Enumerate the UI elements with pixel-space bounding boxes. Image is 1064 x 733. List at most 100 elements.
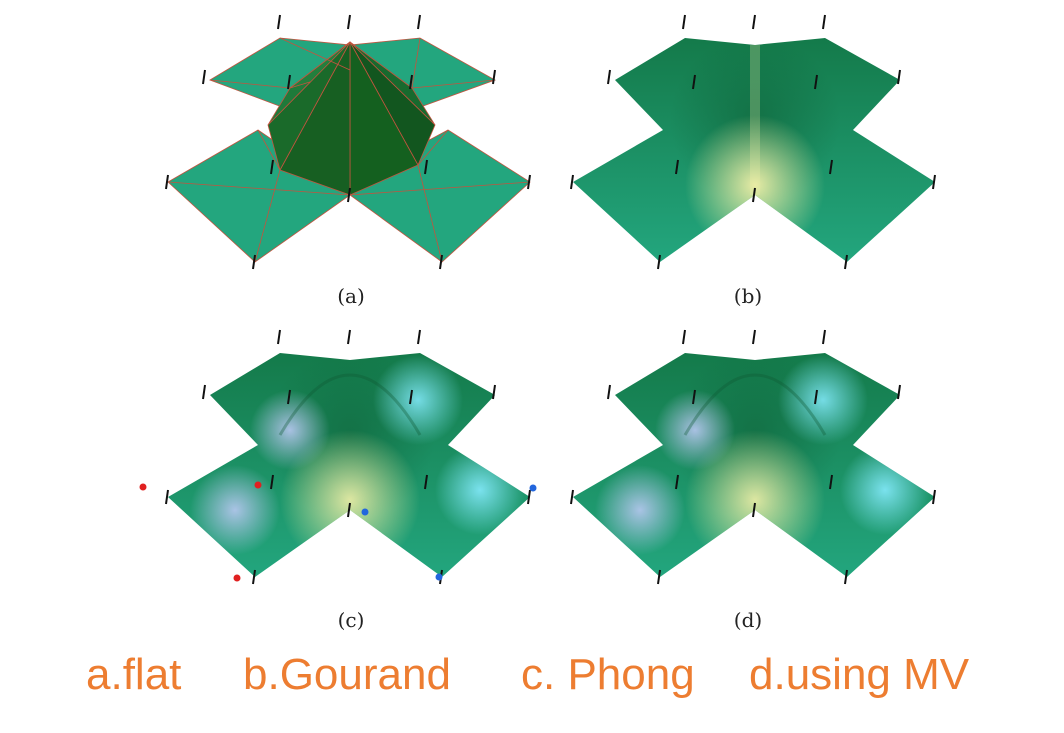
normal-stroke — [417, 14, 421, 30]
normal-stroke — [829, 474, 833, 490]
caption-gourand: b.Gourand — [243, 650, 451, 699]
mesh-edge — [417, 164, 443, 263]
normal-stroke — [682, 329, 686, 345]
vertex-normals — [570, 14, 936, 270]
vertex-marker — [361, 508, 369, 516]
vertex-marker — [139, 483, 147, 491]
vertex-normals — [165, 14, 531, 270]
normal-stroke — [829, 159, 833, 175]
caption-using-mv: d.using MV — [749, 650, 970, 699]
shading-captions: a.flat b.Gourand c. Phong d.using MV — [0, 650, 1064, 710]
phong-shaded-surface — [139, 329, 537, 585]
panel-c-label: (c) — [337, 608, 365, 632]
normal-stroke — [752, 187, 756, 203]
normal-stroke — [752, 14, 756, 30]
caption-flat: a.flat — [86, 650, 182, 699]
normal-stroke — [814, 74, 818, 90]
normal-stroke — [752, 329, 756, 345]
mesh-edge — [257, 129, 281, 171]
normal-stroke — [439, 254, 443, 270]
normal-stroke — [607, 384, 611, 400]
normal-stroke — [409, 389, 413, 405]
panel-d-label: (d) — [733, 608, 763, 632]
normal-stroke — [202, 384, 206, 400]
normal-stroke — [277, 14, 281, 30]
mesh-edge — [411, 37, 421, 89]
normal-stroke — [844, 569, 848, 585]
normal-stroke — [165, 174, 169, 190]
phong-surface — [168, 353, 530, 577]
normal-stroke — [814, 389, 818, 405]
normal-stroke — [417, 329, 421, 345]
caption-phong: c. Phong — [521, 650, 695, 699]
normal-stroke — [844, 254, 848, 270]
specular-yellow — [573, 38, 935, 262]
normal-stroke — [409, 74, 413, 90]
normal-stroke — [347, 502, 351, 518]
mesh-edge — [209, 79, 291, 89]
normal-stroke — [822, 14, 826, 30]
panel-b-gouraud-shading — [555, 10, 975, 270]
flat-triangles — [167, 37, 531, 263]
specular-lavender — [573, 353, 935, 577]
mesh-edge — [349, 181, 531, 196]
mv-shaded-surface — [570, 329, 936, 585]
dome-ridge — [683, 373, 827, 436]
normal-stroke — [287, 389, 291, 405]
normal-stroke — [287, 74, 291, 90]
mesh-edge — [411, 79, 496, 89]
normal-stroke — [570, 489, 574, 505]
normal-stroke — [675, 474, 679, 490]
normal-stroke — [897, 384, 901, 400]
normal-stroke — [347, 187, 351, 203]
vertex-marker — [233, 574, 241, 582]
panel-b-label: (b) — [733, 284, 763, 308]
normal-stroke — [657, 254, 661, 270]
panel-a-label: (a) — [337, 284, 365, 308]
normal-stroke — [492, 69, 496, 85]
normal-stroke — [682, 14, 686, 30]
normal-stroke — [252, 569, 256, 585]
vertex-marker — [435, 573, 443, 581]
normal-stroke — [607, 69, 611, 85]
normal-stroke — [165, 489, 169, 505]
normal-stroke — [822, 329, 826, 345]
normal-stroke — [347, 14, 351, 30]
normal-stroke — [347, 329, 351, 345]
normal-stroke — [270, 474, 274, 490]
vertex-marker — [529, 484, 537, 492]
normal-stroke — [277, 329, 281, 345]
dome-ridge — [278, 373, 422, 436]
specular-lavender — [168, 353, 530, 577]
mesh-edge — [279, 37, 351, 71]
normal-stroke — [752, 502, 756, 518]
normal-stroke — [270, 159, 274, 175]
normal-stroke — [252, 254, 256, 270]
normal-stroke — [932, 174, 936, 190]
normal-stroke — [527, 489, 531, 505]
vertex-markers — [139, 481, 537, 582]
mesh-edge — [167, 181, 351, 196]
panel-c-phong-shading — [139, 325, 570, 585]
pyramid-face — [267, 41, 351, 172]
mesh-edge — [417, 129, 449, 166]
mesh-edge — [254, 169, 281, 263]
flat-shaded-surface — [165, 14, 531, 270]
vertex-normals — [165, 329, 531, 585]
normal-stroke — [675, 159, 679, 175]
normal-stroke — [932, 489, 936, 505]
normal-stroke — [692, 74, 696, 90]
gouraud-shaded-surface — [570, 14, 936, 270]
normal-stroke — [492, 384, 496, 400]
panel-a-flat-shading — [150, 10, 570, 270]
vertex-normals — [570, 329, 936, 585]
gouraud-surface — [573, 38, 935, 262]
mv-surface — [573, 353, 935, 577]
normal-stroke — [202, 69, 206, 85]
normal-stroke — [897, 69, 901, 85]
vertex-marker — [254, 481, 262, 489]
normal-stroke — [527, 174, 531, 190]
normal-stroke — [657, 569, 661, 585]
normal-stroke — [570, 174, 574, 190]
